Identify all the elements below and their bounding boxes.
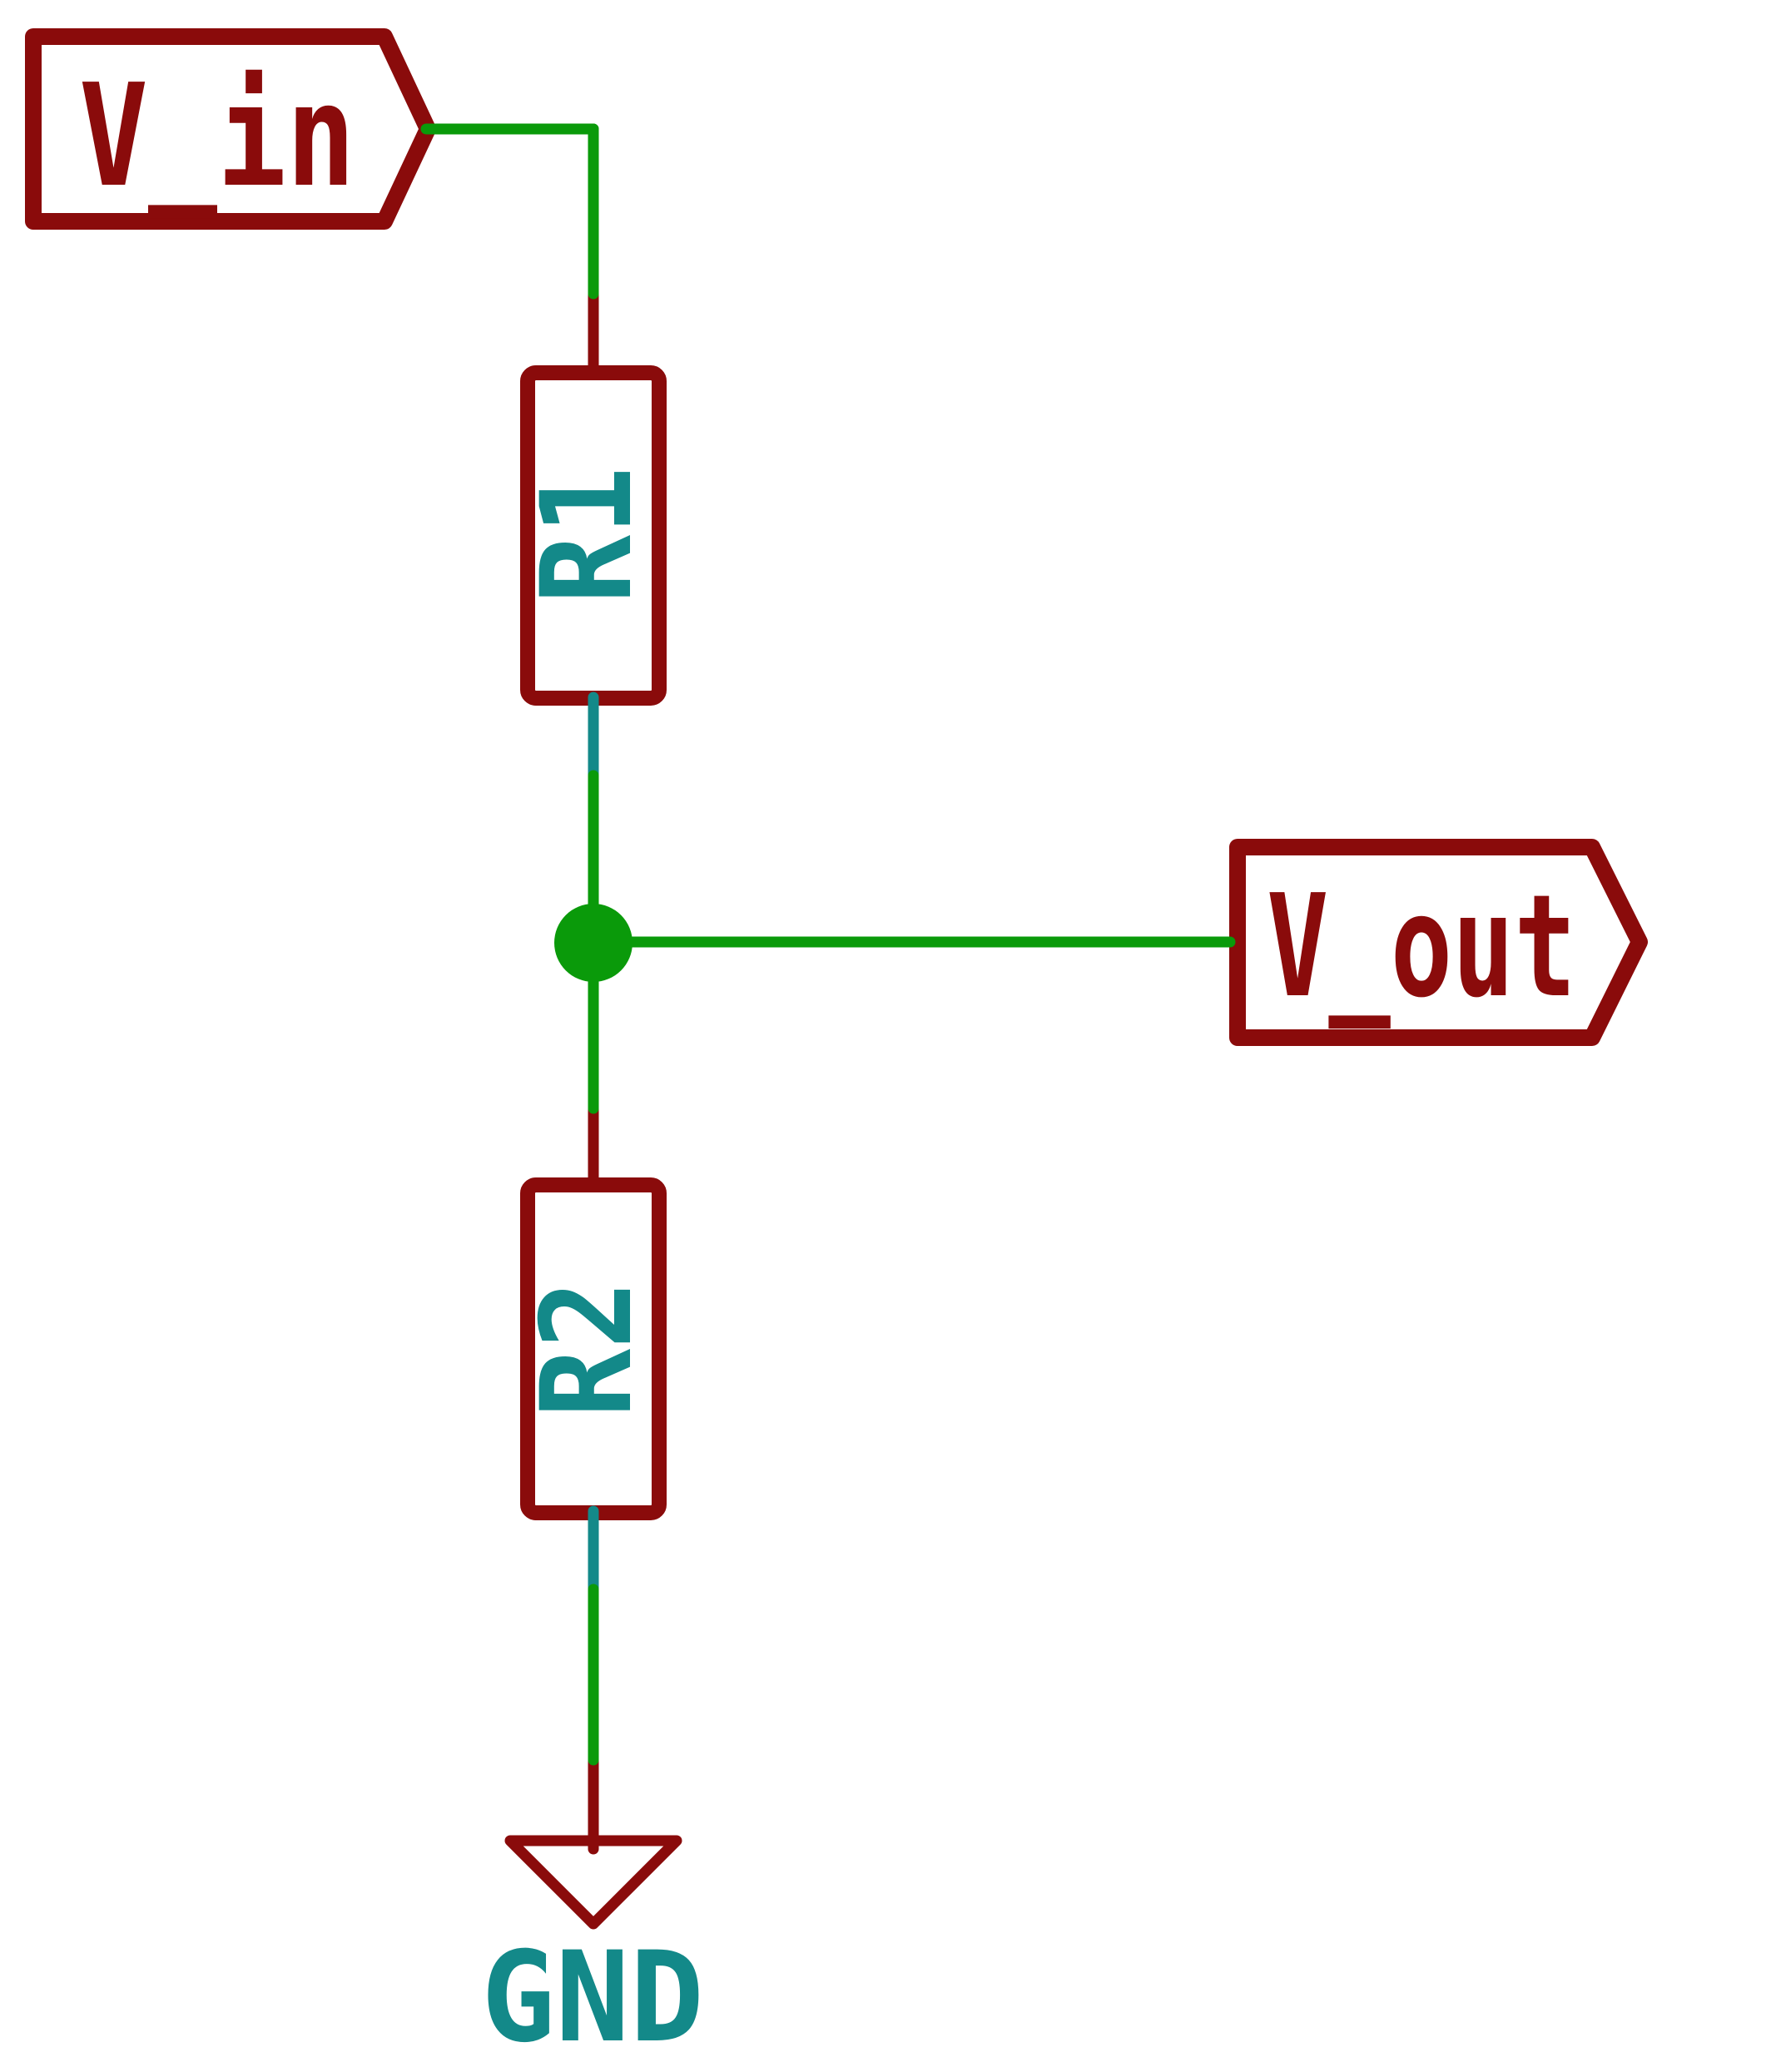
gnd-symbol-triangle[interactable]: [504, 1835, 682, 1930]
resistor-r2-ref[interactable]: R2: [515, 1281, 660, 1418]
symbol-graphics-layer: [25, 28, 1648, 1930]
junction-dot[interactable]: [554, 904, 632, 982]
annotation-text-layer: R1 R2 GND: [481, 467, 704, 2071]
net-label-vout-flag[interactable]: [1229, 839, 1648, 1046]
net-label-vout-text[interactable]: V_out: [1267, 865, 1576, 1029]
gnd-label[interactable]: GND: [481, 1926, 704, 2070]
net-label-vin-text[interactable]: V_in: [79, 54, 355, 219]
net-label-vin-flag[interactable]: [25, 28, 436, 230]
wire-layer: [420, 123, 1236, 1766]
resistor-r1-ref[interactable]: R1: [515, 467, 660, 604]
net-label-text-layer: V_in V_out: [79, 54, 1576, 1029]
